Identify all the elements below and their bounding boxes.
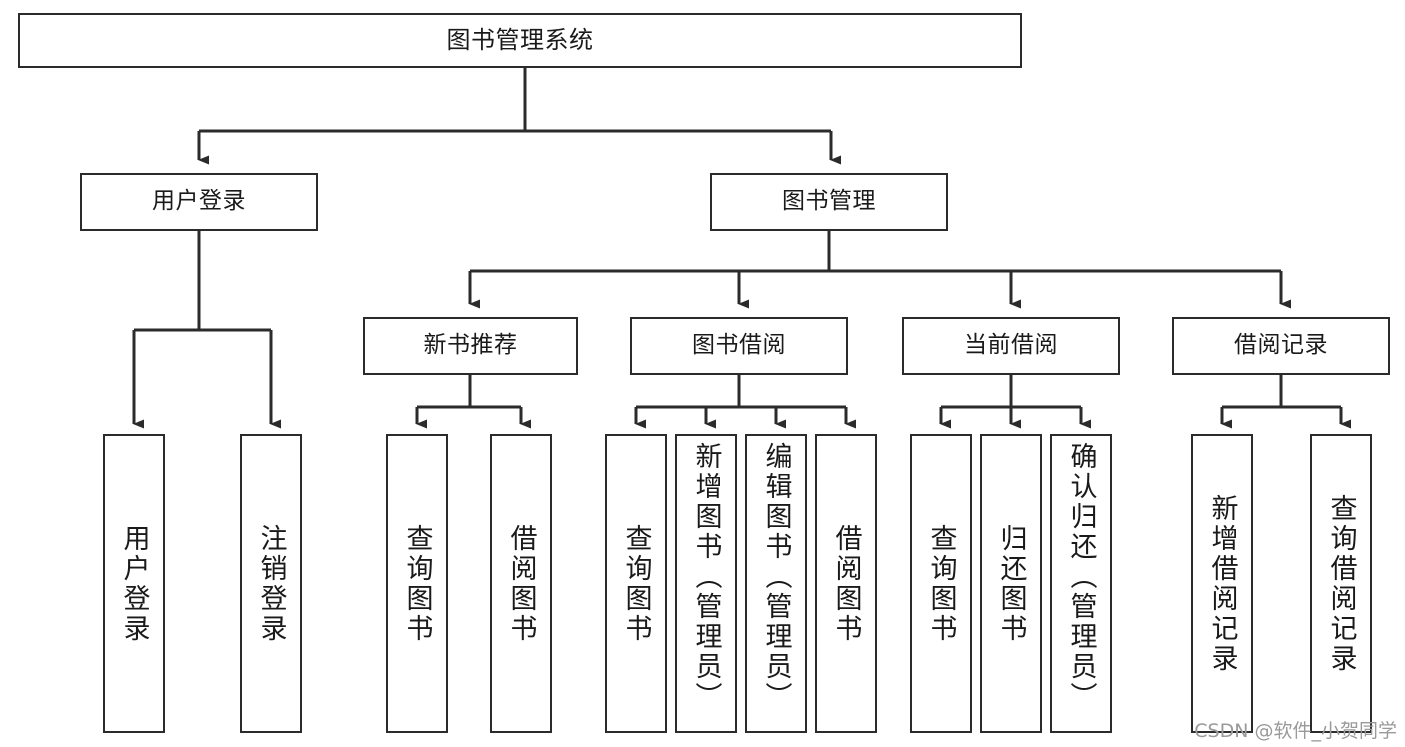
leaf-borrow-query-book[interactable]: 查询图书 — [605, 434, 667, 733]
node-root-system[interactable]: 图书管理系统 — [18, 13, 1022, 68]
leaf-current-return-book[interactable]: 归还图书 — [980, 434, 1042, 733]
node-label: 注销登录 — [255, 523, 287, 644]
leaf-current-query-book[interactable]: 查询图书 — [910, 434, 972, 733]
node-label: 用户登录 — [152, 188, 246, 215]
node-label: 查询图书 — [401, 523, 433, 644]
node-label: 借阅图书 — [505, 523, 537, 644]
leaf-recommend-borrow-book[interactable]: 借阅图书 — [490, 434, 552, 733]
node-borrow-record[interactable]: 借阅记录 — [1172, 317, 1390, 375]
node-label: 查询借阅记录 — [1325, 493, 1357, 674]
node-label: 图书管理 — [782, 188, 876, 215]
node-label: 编辑图书（管理员） — [760, 442, 792, 712]
node-label: 新增借阅记录 — [1206, 493, 1238, 674]
node-label: 用户登录 — [118, 523, 150, 644]
node-book-borrow[interactable]: 图书借阅 — [630, 317, 848, 375]
node-new-book-recommend[interactable]: 新书推荐 — [363, 317, 578, 375]
node-label: 查询图书 — [620, 523, 652, 644]
leaf-borrow-edit-book-admin[interactable]: 编辑图书（管理员） — [745, 434, 807, 733]
leaf-record-query-record[interactable]: 查询借阅记录 — [1310, 434, 1372, 733]
node-label: 当前借阅 — [964, 332, 1058, 359]
watermark-text: CSDN @软件_小贺同学 — [1194, 720, 1397, 742]
node-label: 借阅图书 — [830, 523, 862, 644]
leaf-recommend-query-book[interactable]: 查询图书 — [386, 434, 448, 733]
node-label: 新书推荐 — [423, 332, 518, 359]
leaf-current-confirm-return-admin[interactable]: 确认归还（管理员） — [1050, 434, 1112, 733]
node-label: 借阅记录 — [1234, 332, 1328, 359]
node-current-borrow[interactable]: 当前借阅 — [902, 317, 1120, 375]
leaf-user-logout[interactable]: 注销登录 — [240, 434, 302, 733]
leaf-borrow-borrow-book[interactable]: 借阅图书 — [815, 434, 877, 733]
leaf-record-add-record[interactable]: 新增借阅记录 — [1191, 434, 1253, 733]
node-label: 图书借阅 — [692, 332, 786, 359]
node-label: 图书管理系统 — [446, 26, 594, 55]
node-label: 确认归还（管理员） — [1065, 442, 1097, 712]
node-label: 查询图书 — [925, 523, 957, 644]
leaf-user-login[interactable]: 用户登录 — [103, 434, 165, 733]
node-label: 归还图书 — [995, 523, 1027, 644]
node-label: 新增图书（管理员） — [690, 442, 722, 712]
node-user-login[interactable]: 用户登录 — [80, 173, 318, 231]
leaf-borrow-add-book-admin[interactable]: 新增图书（管理员） — [675, 434, 737, 733]
node-book-management[interactable]: 图书管理 — [710, 173, 948, 231]
